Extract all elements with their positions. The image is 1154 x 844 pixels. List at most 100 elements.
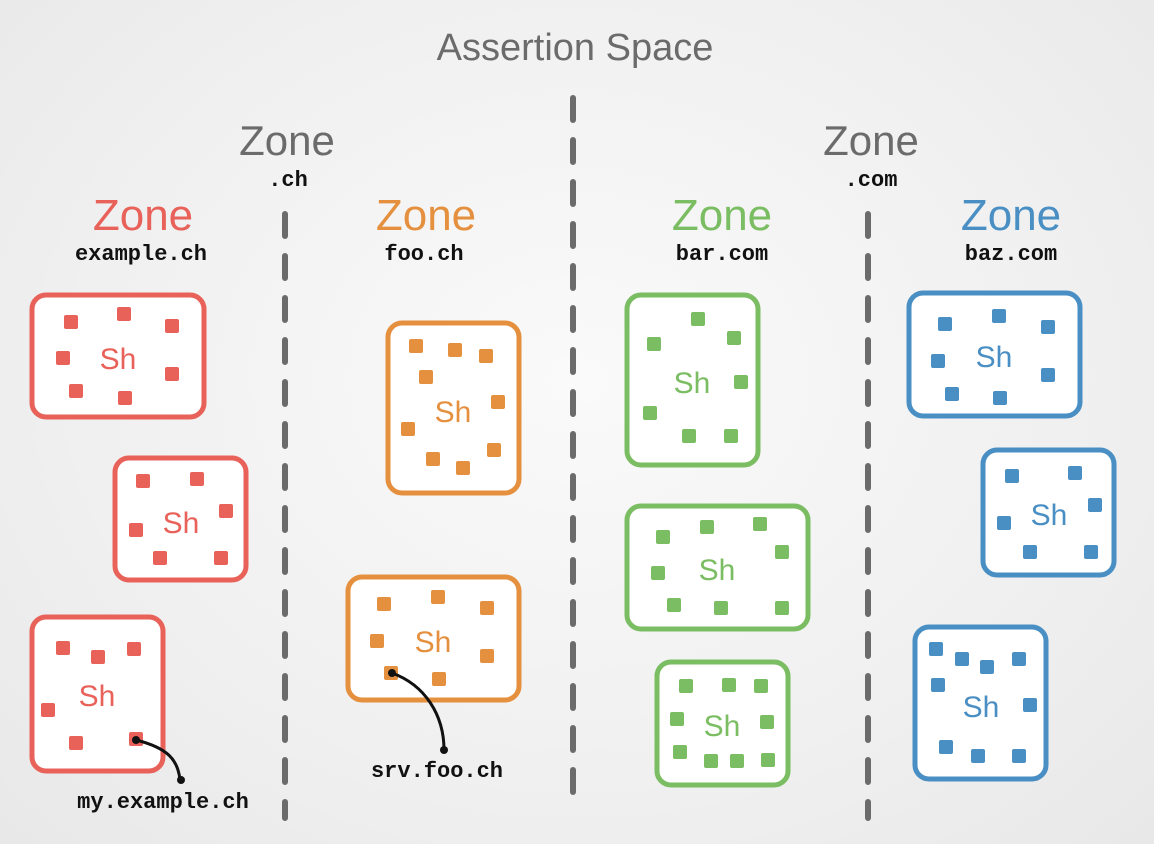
zone-label: Zone (961, 191, 1061, 240)
assertion-marker (91, 650, 105, 664)
shard: Sh (624, 503, 811, 632)
assertion-marker (753, 517, 767, 531)
assertion-marker (730, 754, 744, 768)
assertion-marker (761, 753, 775, 767)
shard-label: Sh (976, 341, 1013, 374)
assertion-marker (1023, 698, 1037, 712)
assertion-marker (670, 712, 684, 726)
shard-label: Sh (963, 691, 1000, 724)
zone-bar-com: Zone bar.com (672, 191, 772, 267)
zone-label: Zone (376, 191, 476, 240)
callout-dot (440, 746, 448, 754)
assertion-marker (700, 520, 714, 534)
zone-foo-ch: Zone foo.ch (376, 191, 476, 267)
assertion-marker (69, 384, 83, 398)
assertion-marker (971, 749, 985, 763)
assertion-marker (682, 429, 696, 443)
callout-label: srv.foo.ch (371, 759, 503, 784)
shard-box (385, 320, 522, 496)
assertion-marker (426, 452, 440, 466)
assertion-marker (1041, 368, 1055, 382)
assertion-marker (993, 391, 1007, 405)
zone-label: Zone (93, 191, 193, 240)
assertion-marker (401, 422, 415, 436)
assertion-marker (724, 429, 738, 443)
assertion-marker (480, 601, 494, 615)
assertion-marker (487, 443, 501, 457)
assertion-marker (1012, 749, 1026, 763)
assertion-marker (775, 545, 789, 559)
assertion-marker (491, 395, 505, 409)
assertion-marker (1068, 466, 1082, 480)
shard-label: Sh (674, 367, 711, 400)
shard-box (112, 455, 249, 583)
assertion-marker (955, 652, 969, 666)
assertion-marker (41, 703, 55, 717)
assertion-marker (1041, 320, 1055, 334)
shard-label: Sh (704, 710, 741, 743)
top-zone-com: Zone .com (823, 117, 919, 193)
shard-label: Sh (79, 680, 116, 713)
assertion-marker (997, 516, 1011, 530)
callout-dot (388, 669, 396, 677)
shard: Sh (980, 447, 1117, 578)
top-zone-ch: Zone .ch (239, 117, 335, 193)
shard: Sh (345, 574, 522, 703)
shard-label: Sh (163, 507, 200, 540)
assertion-marker (929, 642, 943, 656)
shard: Sh (912, 624, 1049, 782)
assertion-marker (479, 349, 493, 363)
shard: Sh (29, 292, 207, 420)
shard: Sh (385, 320, 522, 496)
assertion-marker (69, 736, 83, 750)
zone-domain: example.ch (75, 242, 207, 267)
assertion-marker (673, 745, 687, 759)
assertion-marker (714, 601, 728, 615)
assertion-marker (643, 406, 657, 420)
assertion-marker (679, 679, 693, 693)
diagram-title: Assertion Space (437, 27, 714, 69)
assertion-marker (219, 504, 233, 518)
assertion-marker (118, 391, 132, 405)
assertion-marker (727, 331, 741, 345)
assertion-marker (667, 598, 681, 612)
callout-srv-foo-ch: srv.foo.ch (371, 669, 503, 784)
assertion-marker (722, 678, 736, 692)
assertion-marker (214, 551, 228, 565)
callout-my-example-ch: my.example.ch (77, 736, 249, 815)
callout-label: my.example.ch (77, 790, 249, 815)
assertion-marker (760, 715, 774, 729)
shard-label: Sh (415, 626, 452, 659)
assertion-marker (456, 461, 470, 475)
assertion-marker (56, 641, 70, 655)
callout-dot (177, 776, 185, 784)
assertion-marker (691, 312, 705, 326)
assertion-marker (938, 317, 952, 331)
zone-example-ch: Zone example.ch (75, 191, 207, 267)
shard: Sh (654, 659, 791, 788)
assertion-marker (1088, 498, 1102, 512)
zone-label: Zone (672, 191, 772, 240)
assertion-marker (153, 551, 167, 565)
assertion-marker (377, 597, 391, 611)
assertion-marker (1023, 545, 1037, 559)
shard-label: Sh (1031, 499, 1068, 532)
shard-label: Sh (435, 396, 472, 429)
shard: Sh (906, 290, 1083, 419)
top-zone-label: Zone (823, 117, 919, 164)
shard: Sh (624, 292, 761, 468)
assertion-marker (190, 472, 204, 486)
assertion-marker (432, 672, 446, 686)
assertion-marker (129, 523, 143, 537)
assertion-marker (431, 590, 445, 604)
assertion-marker (704, 754, 718, 768)
assertion-marker (647, 337, 661, 351)
assertion-marker (931, 678, 945, 692)
assertion-marker (127, 642, 141, 656)
shard: Sh (112, 455, 249, 583)
assertion-marker (370, 634, 384, 648)
assertion-marker (419, 370, 433, 384)
zone-baz-com: Zone baz.com (961, 191, 1061, 267)
assertion-marker (117, 307, 131, 321)
shard: Sh (29, 614, 166, 774)
